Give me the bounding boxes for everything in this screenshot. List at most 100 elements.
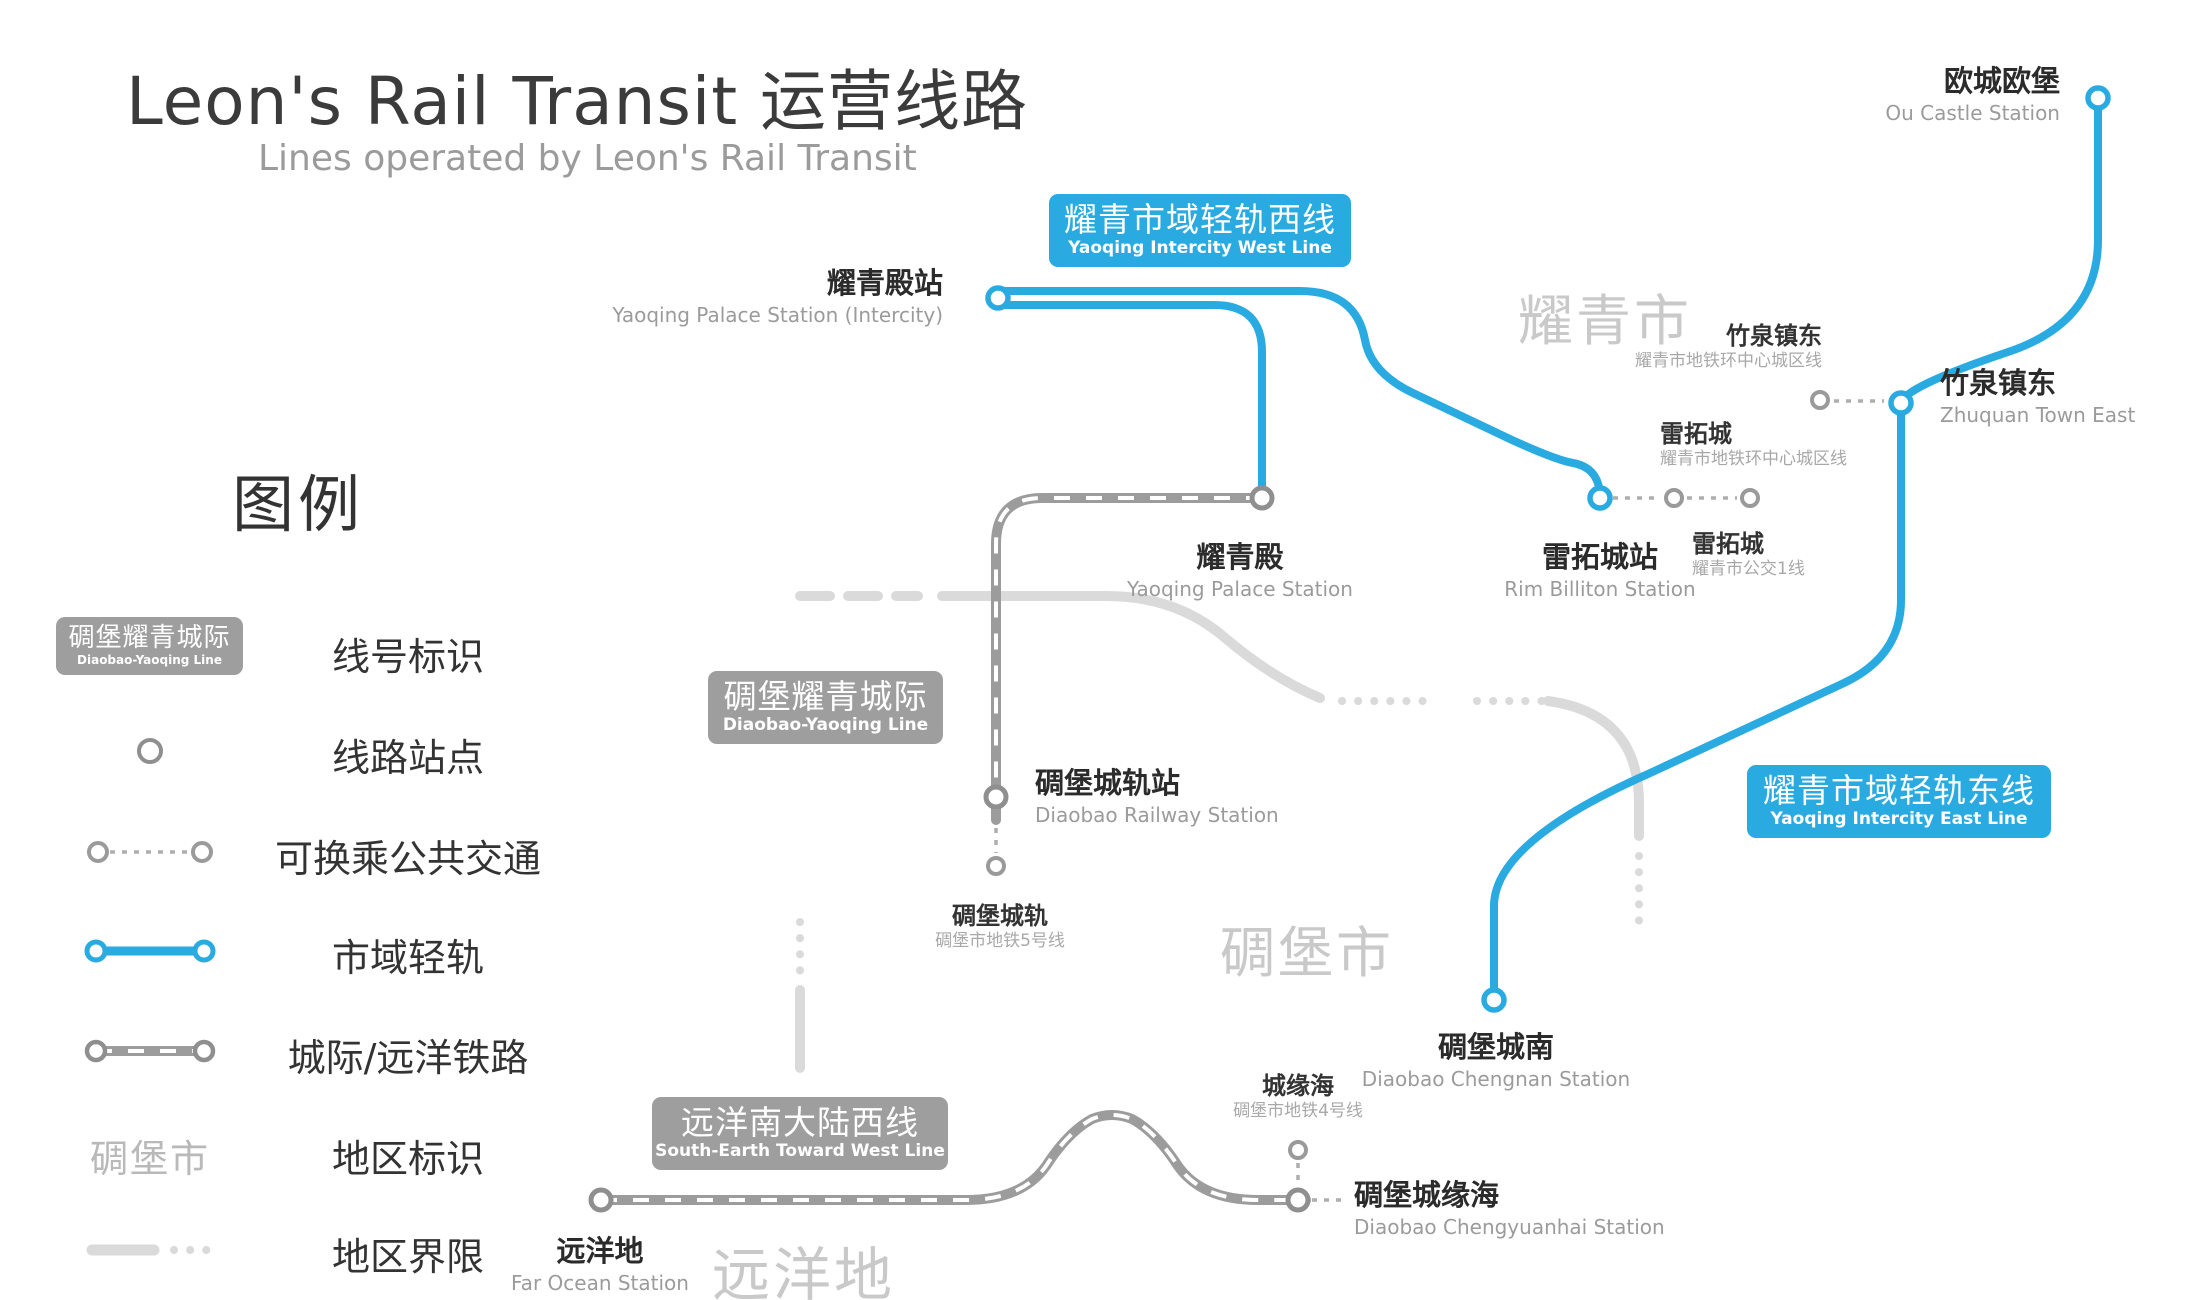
station-dot-zhuquan-town-east	[1888, 390, 1914, 416]
station-name-cn: 欧城欧堡	[1943, 64, 2060, 98]
page-title: Leon's Rail Transit 运营线路	[126, 63, 1029, 140]
legend-light-rail-dot-right	[192, 939, 216, 963]
badge-name-en: Yaoqing Intercity West Line	[1068, 238, 1332, 258]
legend-station-icon	[137, 738, 163, 764]
badge-south-earth-line: 远洋南大陆西线 South-Earth Toward West Line	[652, 1097, 948, 1170]
badge-name-cn: 远洋南大陆西线	[681, 1103, 919, 1142]
legend-transfer-dot-right	[191, 841, 213, 863]
station-dot-ou-castle	[2085, 85, 2111, 111]
station-dot-yaoqing-palace	[1249, 485, 1275, 511]
station-markers	[588, 85, 2111, 1213]
legend-heading: 图例	[232, 468, 365, 541]
station-name-en: Diaobao Chengnan Station	[1361, 1067, 1631, 1091]
badge-name-cn: 碉堡耀青城际	[723, 677, 928, 716]
region-boundary-curve	[937, 591, 1325, 703]
legend-item-railway: 城际/远洋铁路	[287, 1036, 529, 1080]
station-name-cn: 碉堡城缘海	[1354, 1178, 1500, 1212]
station-label-far-ocean: 远洋地 Far Ocean Station	[450, 1234, 750, 1296]
yaoqing-intercity-east-line-path	[1490, 94, 2102, 1004]
south-earth-toward-west-line	[596, 1110, 1311, 1205]
transfer-line-sub: 耀青市地铁环中心城区线	[1635, 351, 1822, 371]
region-boundary-curve-east	[1543, 696, 1644, 841]
badge-yaoqing-west-line: 耀青市域轻轨西线 Yaoqing Intercity West Line	[1049, 194, 1351, 267]
station-dot-rim-billiton	[1587, 485, 1613, 511]
station-label-diaobao-chengyuanhai: 碉堡城缘海 Diaobao Chengyuanhai Station	[1354, 1178, 1665, 1240]
legend-sample-badge: 碉堡耀青城际 Diaobao-Yaoqing Line	[56, 617, 243, 675]
transfer-name-cn: 雷拓城	[1660, 420, 1732, 448]
transfer-dot-leituo-bus	[1740, 488, 1760, 508]
badge-name-cn: 耀青市域轻轨东线	[1763, 771, 2035, 810]
legend-railway-dot-right	[192, 1039, 216, 1063]
legend-item-transfer: 可换乘公共交通	[274, 837, 541, 881]
transfer-line-sub: 耀青市公交1线	[1692, 559, 1805, 579]
page-subtitle: Lines operated by Leon's Rail Transit	[258, 138, 917, 179]
station-name-cn: 远洋地	[556, 1234, 644, 1268]
legend-item-line-badge: 线号标识	[331, 635, 484, 679]
legend-railway-dot-left	[84, 1039, 108, 1063]
badge-yaoqing-east-line: 耀青市域轻轨东线 Yaoqing Intercity East Line	[1747, 765, 2051, 838]
legend-item-region-label: 地区标识	[331, 1137, 484, 1181]
region-boundaries	[795, 591, 1644, 1073]
station-name-cn: 碉堡城南	[1437, 1030, 1554, 1064]
yaoqing-intercity-west-line-inner-path	[994, 301, 1266, 498]
transfer-label-chengyuanhai-metro4: 城缘海 碉堡市地铁4号线	[1148, 1072, 1448, 1122]
station-name-cn: 雷拓城站	[1541, 540, 1658, 574]
legend-badge-en: Diaobao-Yaoqing Line	[77, 653, 222, 667]
legend-transfer-dot-left	[87, 841, 109, 863]
region-label-yaoqing-city: 耀青市	[1518, 289, 1693, 353]
station-label-rim-billiton: 雷拓城站 Rim Billiton Station	[1450, 540, 1750, 602]
station-dot-diaobao-chengyuanhai	[1285, 1187, 1311, 1213]
legend-sample-region-text: 碉堡市	[89, 1137, 210, 1181]
station-label-diaobao-railway: 碉堡城轨站 Diaobao Railway Station	[1035, 766, 1279, 828]
transfer-connectors	[994, 399, 1884, 1202]
station-label-zhuquan-town-east: 竹泉镇东 Zhuquan Town East	[1940, 366, 2135, 428]
yaoqing-intercity-west-line-outer-path	[994, 287, 1604, 502]
legend-item-light-rail: 市域轻轨	[331, 936, 484, 980]
legend-item-region-boundary: 地区界限	[331, 1235, 484, 1279]
transfer-line-sub: 碉堡市地铁4号线	[1233, 1101, 1363, 1121]
transfer-line-sub: 耀青市地铁环中心城区线	[1660, 449, 1847, 469]
transfer-name-cn: 竹泉镇东	[1726, 322, 1822, 350]
diaobao-yaoqing-line	[991, 493, 1267, 825]
transfer-dot-diaobao-metro5	[986, 856, 1006, 876]
station-name-cn: 碉堡城轨站	[1035, 766, 1181, 800]
station-label-diaobao-chengnan: 碉堡城南 Diaobao Chengnan Station	[1346, 1030, 1646, 1092]
transfer-line-sub: 碉堡市地铁5号线	[935, 931, 1065, 951]
station-name-en: Ou Castle Station	[1885, 101, 2060, 125]
badge-name-en: Diaobao-Yaoqing Line	[722, 715, 929, 735]
transfer-name-cn: 城缘海	[1262, 1072, 1334, 1100]
station-dot-diaobao-railway	[983, 784, 1009, 810]
station-name-en: Yaoqing Palace Station (Intercity)	[612, 303, 943, 327]
station-name-en: Far Ocean Station	[511, 1271, 689, 1295]
station-name-cn: 耀青殿站	[826, 266, 943, 300]
badge-diaobao-yaoqing-line: 碉堡耀青城际 Diaobao-Yaoqing Line	[708, 671, 943, 744]
transfer-name-cn: 碉堡城轨	[952, 902, 1048, 930]
legend-badge-cn: 碉堡耀青城际	[68, 623, 231, 653]
station-name-cn: 竹泉镇东	[1940, 366, 2057, 400]
legend-light-rail-dot-left	[84, 939, 108, 963]
transfer-label-diaobao-metro5: 碉堡城轨 碉堡市地铁5号线	[850, 902, 1150, 952]
badge-name-cn: 耀青市域轻轨西线	[1064, 200, 1336, 239]
transfer-name-cn: 雷拓城	[1692, 530, 1764, 558]
station-label-yaoqing-palace-intercity: 耀青殿站 Yaoqing Palace Station (Intercity)	[612, 266, 943, 328]
station-name-cn: 耀青殿	[1196, 540, 1284, 574]
station-name-en: Yaoqing Palace Station	[1127, 577, 1353, 601]
legend-item-station: 线路站点	[331, 736, 484, 780]
transfer-dot-chengyuanhai-metro4	[1288, 1140, 1308, 1160]
station-name-en: Diaobao Chengyuanhai Station	[1354, 1215, 1665, 1239]
badge-name-en: Yaoqing Intercity East Line	[1770, 809, 2028, 829]
region-label-far-ocean: 远洋地	[712, 1241, 896, 1300]
station-name-en: Rim Billiton Station	[1504, 577, 1696, 601]
transfer-dot-leituo-metro	[1664, 488, 1684, 508]
transfer-label-leituo-metro: 雷拓城 耀青市地铁环中心城区线	[1660, 420, 1847, 470]
station-name-en: Diaobao Railway Station	[1035, 803, 1279, 827]
legend-graphics	[84, 738, 220, 1256]
transfer-label-zhuquan: 竹泉镇东 耀青市地铁环中心城区线	[1635, 322, 1822, 372]
station-dot-far-ocean	[588, 1187, 614, 1213]
station-label-yaoqing-palace: 耀青殿 Yaoqing Palace Station	[1090, 540, 1390, 602]
station-name-en: Zhuquan Town East	[1940, 403, 2136, 427]
station-dot-yaoqing-palace-intercity	[985, 285, 1011, 311]
transfer-dot-zhuquan	[1810, 390, 1830, 410]
